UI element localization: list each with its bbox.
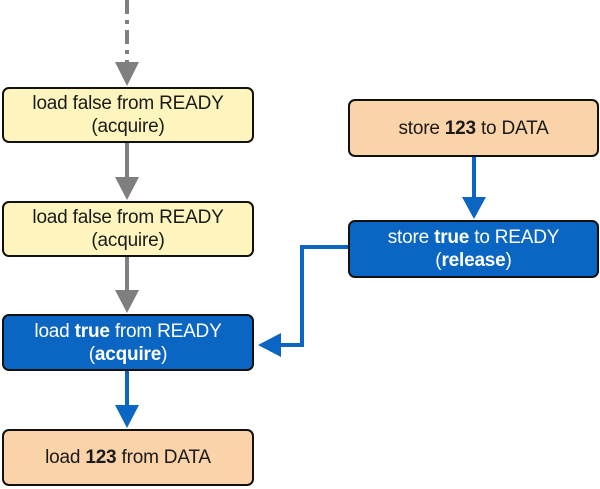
right-box-1-bold: 123 [444, 117, 476, 139]
left-box-4-line1: load 123 from DATA [45, 446, 211, 469]
left-box-3-post: from READY [109, 320, 222, 342]
right-box-2-release: release [441, 250, 506, 271]
right-box-2-close: ) [505, 250, 512, 271]
left-box-load-true: load true from READY (acquire) [2, 314, 254, 371]
right-box-store-123: store 123 to DATA [348, 99, 599, 157]
arrow-box2-to-box3-head [115, 290, 139, 313]
left-box-3-acquire: acquire [94, 343, 162, 365]
left-box-1-line1: load false from READY [32, 93, 224, 114]
left-box-4-pre: load [45, 447, 86, 468]
right-box-1-line1: store 123 to DATA [398, 117, 548, 140]
left-box-1-line2: (acquire) [91, 116, 165, 137]
right-box-2-line2: (release) [435, 249, 512, 272]
arrow-release-to-acquire-head [258, 333, 281, 357]
left-box-3-bold: true [74, 320, 110, 342]
left-box-4-bold: 123 [85, 447, 117, 468]
right-box-2-open: ( [435, 250, 442, 271]
arrow-box1-to-box2-head [115, 177, 139, 200]
right-box-2-post: to READY [469, 227, 560, 248]
left-box-load-false-1: load false from READY (acquire) [2, 87, 254, 143]
arrow-store-data-to-store-ready-head [462, 197, 486, 219]
arrow-box3-to-box4-head [115, 405, 139, 428]
left-box-load-123: load 123 from DATA [2, 429, 254, 486]
right-box-store-true: store true to READY (release) [348, 220, 599, 278]
arrow-release-to-acquire-line [278, 245, 348, 347]
right-box-2-pre: store [387, 227, 435, 248]
left-box-3-open: ( [88, 343, 95, 365]
left-box-3-line2: (acquire) [88, 343, 168, 366]
right-box-1-pre: store [398, 117, 445, 139]
arrow-into-box1 [115, 62, 139, 86]
left-box-4-post: from DATA [116, 447, 212, 468]
left-box-2-line1: load false from READY [32, 207, 224, 228]
right-box-1-post: to DATA [475, 117, 549, 139]
left-box-3-line1: load true from READY [34, 320, 221, 343]
left-box-3-close: ) [161, 343, 168, 365]
left-box-load-false-2: load false from READY (acquire) [2, 201, 254, 257]
right-box-2-line1: store true to READY [388, 226, 560, 249]
left-box-3-pre: load [34, 320, 75, 342]
right-box-2-bold: true [434, 227, 470, 248]
left-box-2-line2: (acquire) [91, 230, 165, 251]
